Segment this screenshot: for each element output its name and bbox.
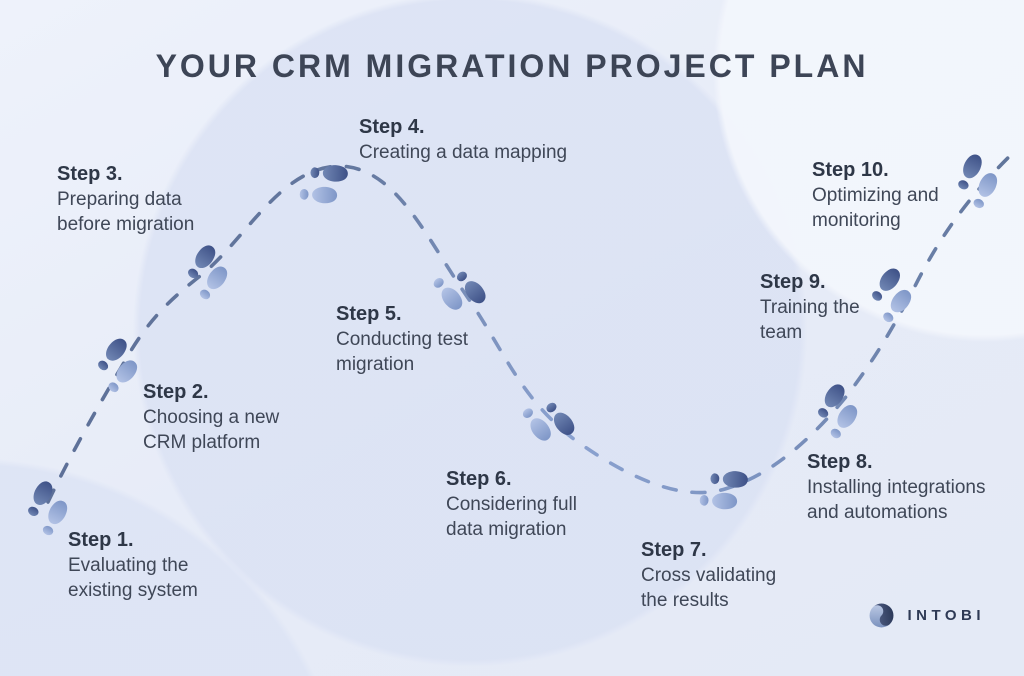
step-label-3: Step 3. Preparing data before migration [57, 162, 194, 237]
step-label-5: Step 5. Conducting test migration [336, 302, 468, 377]
footprints-step-2-icon [93, 334, 142, 396]
step-label-4: Step 4. Creating a data mapping [359, 115, 567, 165]
step-description-line: Conducting test [336, 329, 469, 350]
footprints-step-3-icon [183, 241, 232, 303]
step-description-line: data migration [446, 519, 567, 540]
step-description-line: migration [336, 354, 415, 375]
step-description-line: the results [641, 590, 729, 611]
step-description-line: Choosing a new [143, 407, 280, 428]
step-description-line: Installing integrations [807, 477, 986, 498]
brand-logo: INTOBI [868, 602, 985, 629]
footprints-step-9-icon [867, 264, 916, 326]
step-number: Step 10. [812, 159, 889, 181]
footprints-step-6-icon [518, 398, 579, 445]
step-description-line: Evaluating the [68, 555, 189, 576]
footprints-step-8-icon [813, 380, 862, 442]
step-number: Step 9. [760, 271, 826, 293]
step-description-line: Cross validating [641, 565, 777, 586]
step-description-line: Considering full [446, 494, 577, 515]
step-number: Step 3. [57, 163, 123, 185]
intobi-sphere-icon [869, 603, 894, 628]
step-description-line: CRM platform [143, 432, 261, 453]
step-label-10: Step 10. Optimizing and monitoring [812, 158, 939, 233]
footprints-step-10-icon [954, 151, 1001, 212]
step-label-9: Step 9. Training the team [760, 270, 860, 345]
step-number: Step 7. [641, 539, 707, 561]
step-number: Step 6. [446, 468, 512, 490]
brand-name: INTOBI [907, 607, 985, 624]
step-description-line: Preparing data [57, 189, 182, 210]
step-number: Step 8. [807, 451, 873, 473]
step-label-8: Step 8. Installing integrations and auto… [807, 450, 986, 525]
page-title: YOUR CRM MIGRATION PROJECT PLAN [155, 48, 869, 84]
step-label-2: Step 2. Choosing a new CRM platform [143, 380, 279, 455]
step-description-line: existing system [68, 580, 198, 601]
step-description-line: and automations [807, 502, 948, 523]
step-number: Step 5. [336, 303, 402, 325]
step-label-1: Step 1. Evaluating the existing system [68, 528, 198, 603]
step-description-line: Optimizing and [812, 185, 939, 206]
footprints-step-4-icon [299, 164, 349, 204]
step-number: Step 1. [68, 529, 134, 551]
step-number: Step 4. [359, 116, 425, 138]
step-description-line: Training the [760, 297, 860, 318]
step-description-line: team [760, 322, 803, 343]
dashed-walking-path-icon [46, 148, 1018, 504]
step-description-line: before migration [57, 214, 195, 235]
step-description-line: monitoring [812, 210, 901, 231]
step-description-line: Creating a data mapping [359, 142, 568, 163]
step-label-6: Step 6. Considering full data migration [446, 467, 577, 542]
step-label-7: Step 7. Cross validating the results [641, 538, 776, 613]
step-number: Step 2. [143, 381, 209, 403]
